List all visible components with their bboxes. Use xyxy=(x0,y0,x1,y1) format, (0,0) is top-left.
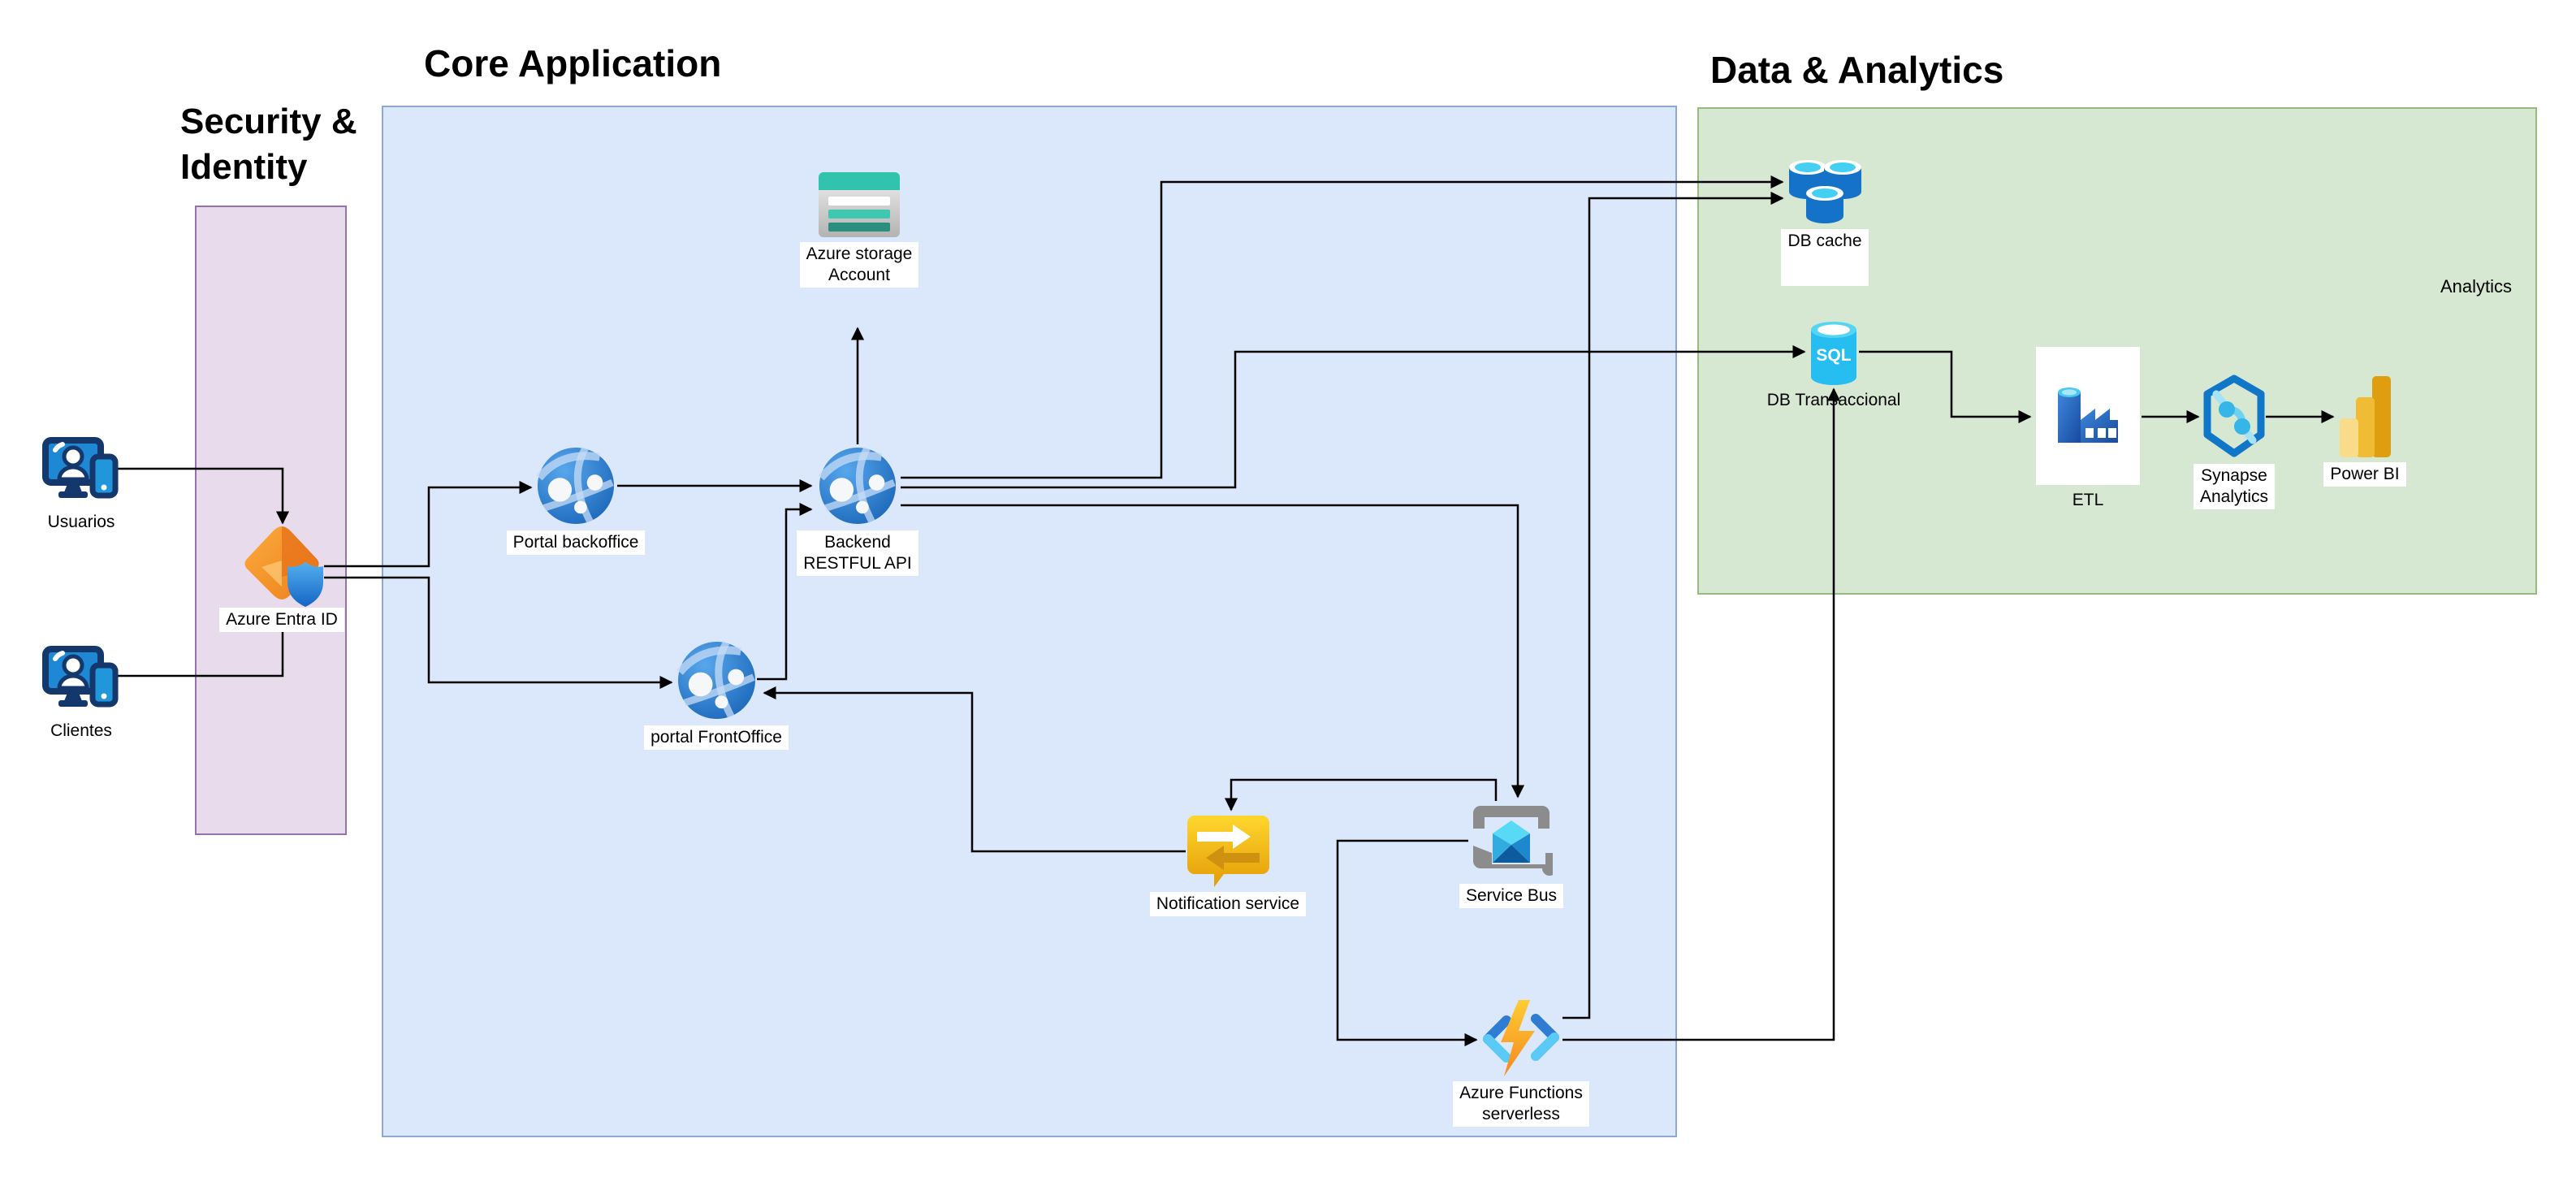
security-zone-title: Security & Identity xyxy=(180,102,357,187)
node-label: Clientes xyxy=(50,721,112,740)
node-label: portal FrontOffice xyxy=(644,725,789,750)
connector-entra-backoffice[interactable] xyxy=(324,480,533,568)
node-azure-storage-account[interactable]: Azure storage Account xyxy=(770,172,949,288)
data-analytics-zone-title: Data & Analytics xyxy=(1710,49,2004,91)
node-label: Notification service xyxy=(1149,892,1307,916)
node-portal-backoffice[interactable]: Portal backoffice xyxy=(486,446,665,555)
power-bi-icon xyxy=(2339,376,2391,457)
azure-functions-icon xyxy=(1483,1000,1559,1076)
app-service-globe-icon xyxy=(818,446,897,525)
zone-core-application[interactable] xyxy=(382,106,1677,1137)
node-label: Usuarios xyxy=(47,513,115,531)
node-label: Backend RESTFUL API xyxy=(797,530,918,576)
node-etl[interactable]: ETL xyxy=(1999,347,2177,511)
synapse-analytics-icon xyxy=(2203,374,2265,457)
node-label: DB cache xyxy=(1781,229,1869,286)
zone-security-identity[interactable] xyxy=(195,206,347,835)
etl-white-box xyxy=(2036,347,2140,485)
users-devices-icon xyxy=(42,646,119,708)
node-label: Azure Entra ID xyxy=(219,608,344,632)
analytics-corner-label: Analytics xyxy=(2440,276,2513,297)
node-label: Azure Functions serverless xyxy=(1453,1081,1589,1127)
connector-backend-servicebus[interactable] xyxy=(901,504,1525,799)
connector-clientes-entra[interactable] xyxy=(118,609,290,677)
node-backend-restful-api[interactable]: Backend RESTFUL API xyxy=(768,446,947,576)
connector-backend-dbtransaccional[interactable] xyxy=(901,344,1806,489)
node-power-bi[interactable]: Power BI xyxy=(2276,376,2454,487)
node-label: Synapse Analytics xyxy=(2193,464,2276,509)
node-label: DB Transaccional xyxy=(1766,391,1901,409)
service-bus-icon xyxy=(1473,806,1553,876)
node-azure-functions[interactable]: Azure Functions serverless xyxy=(1432,1000,1610,1127)
node-db-transaccional[interactable]: SQL DB Transaccional xyxy=(1744,322,1923,411)
connector-backend-dbcache[interactable] xyxy=(901,175,1784,479)
node-label: Azure storage Account xyxy=(799,242,919,288)
node-clientes[interactable]: Clientes xyxy=(0,646,171,742)
svg-text:SQL: SQL xyxy=(1816,346,1851,365)
connector-dbtransaccional-etl[interactable] xyxy=(1859,350,2032,424)
node-label: ETL xyxy=(2072,491,2104,509)
data-factory-icon xyxy=(2058,387,2118,443)
node-portal-frontoffice[interactable]: portal FrontOffice xyxy=(627,640,806,750)
node-notification-service[interactable]: Notification service xyxy=(1139,816,1317,916)
connector-functions-dbcache[interactable] xyxy=(1562,191,1784,1019)
storage-account-icon xyxy=(819,172,900,237)
notification-hubs-icon xyxy=(1186,816,1269,887)
users-devices-icon xyxy=(42,437,119,499)
sql-database-icon: SQL xyxy=(1811,322,1856,385)
app-service-globe-icon xyxy=(536,446,615,525)
app-service-globe-icon xyxy=(676,640,755,720)
node-synapse-analytics[interactable]: Synapse Analytics xyxy=(2145,374,2323,509)
node-usuarios[interactable]: Usuarios xyxy=(0,437,171,533)
connector-usuarios-entra[interactable] xyxy=(118,467,290,525)
connector-functions-dbtransaccional[interactable] xyxy=(1562,387,1841,1041)
connector-servicebus-functions[interactable] xyxy=(1336,839,1478,1047)
db-cache-icon xyxy=(1788,160,1861,223)
node-label: Power BI xyxy=(2323,462,2406,487)
connector-entra-frontoffice[interactable] xyxy=(324,576,673,690)
node-service-bus[interactable]: Service Bus xyxy=(1422,803,1601,908)
core-zone-title: Core Application xyxy=(424,42,722,84)
connector-notification-frontoffice[interactable] xyxy=(763,686,1186,853)
node-db-cache[interactable]: DB cache xyxy=(1735,158,1914,286)
connector-frontoffice-backend[interactable] xyxy=(757,502,813,681)
entra-id-icon xyxy=(244,526,323,607)
connector-servicebus-notification[interactable] xyxy=(1224,778,1498,812)
node-label: Service Bus xyxy=(1459,884,1564,908)
node-azure-entra-id[interactable]: Azure Entra ID xyxy=(192,525,371,632)
node-label: Portal backoffice xyxy=(506,530,646,555)
